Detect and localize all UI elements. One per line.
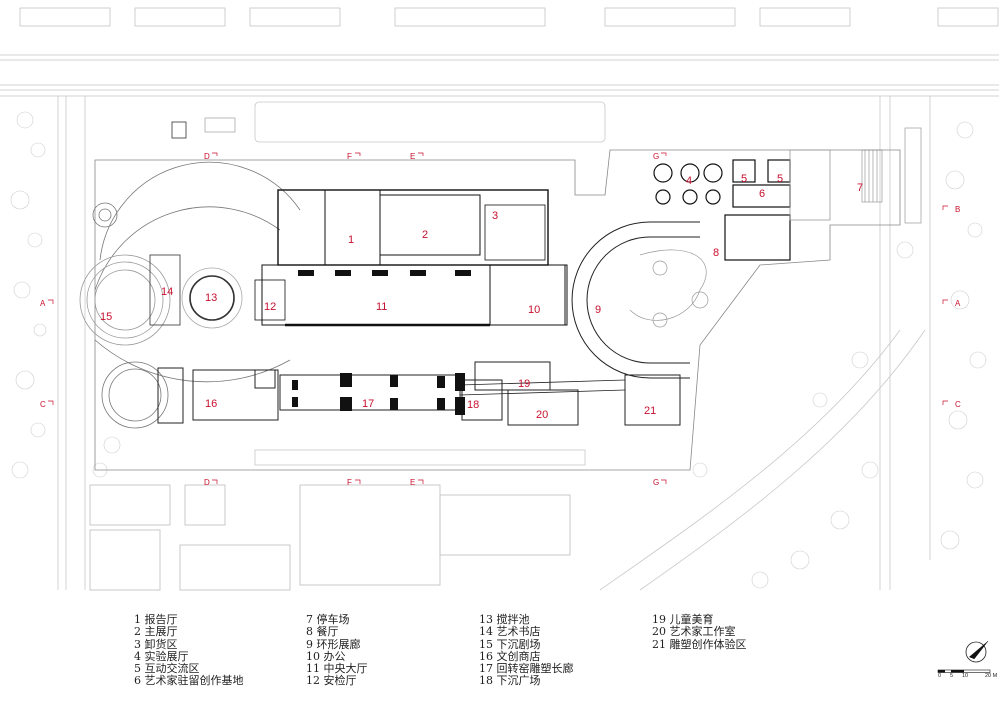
zone-number: 5: [741, 173, 747, 185]
legend-item: 17 回转窑雕塑长廊: [479, 662, 574, 676]
north-arrow-icon: [965, 640, 989, 663]
context-buildings-bottom: [89, 484, 571, 591]
legend-item: 9 环形展廊: [306, 637, 361, 651]
section-marker: D: [204, 478, 210, 487]
site-plan: 1 2 3 4 5 5 6 7 8 9 10 11 12 13 14 15 16…: [0, 7, 999, 591]
north-arrow-scale: [937, 640, 991, 673]
kiln-blocks: [292, 373, 465, 415]
ring-courtyard: [629, 249, 709, 328]
section-ticks: [48, 152, 948, 484]
mixing-pool-bookstore: [149, 254, 243, 329]
zone-number: 8: [713, 247, 719, 259]
section-marker: C: [40, 400, 46, 409]
legend-item: 18 下沉广场: [479, 674, 541, 688]
legend-item: 15 下沉剧场: [479, 637, 541, 651]
ring-gallery: [571, 221, 700, 379]
section-markers: A A B C C D D E E F F G G: [40, 152, 961, 487]
zone-number: 2: [422, 229, 428, 241]
artist-residency: [653, 149, 831, 261]
legend-item: 3 卸货区: [134, 637, 178, 651]
legend-item: 6 艺术家驻留创作基地: [134, 674, 244, 688]
context-buildings-top: [0, 7, 999, 97]
scale-tick: 10: [962, 673, 969, 679]
legend-item: 19 儿童美育: [652, 613, 714, 626]
site-boundary: [94, 149, 901, 471]
roads: [57, 96, 931, 591]
west-plaza: [79, 161, 301, 429]
south-galleries: [157, 361, 681, 426]
zone-number: 1: [348, 234, 354, 246]
legend-item: 14 艺术书店: [479, 625, 541, 639]
section-marker: E: [410, 152, 415, 161]
legend-item: 20 艺术家工作室: [652, 625, 736, 639]
section-marker: A: [40, 299, 46, 308]
section-marker: G: [653, 478, 659, 487]
zone-number: 6: [759, 188, 765, 200]
zone-number: 14: [161, 286, 173, 298]
legend-column-2: 7 停车场 8 餐厅 9 环形展廊 10 办公 11 中央大厅 12 安检厅: [306, 613, 476, 688]
legend-item: 4 实验展厅: [134, 649, 189, 663]
legend-item: 1 报告厅: [134, 613, 178, 626]
section-marker: B: [955, 205, 960, 214]
zone-number: 17: [362, 398, 374, 410]
zone-number: 4: [686, 175, 692, 187]
zone-number: 19: [518, 378, 530, 390]
zone-number: 5: [777, 173, 783, 185]
zone-number: 3: [492, 210, 498, 222]
zone-number: 16: [205, 398, 217, 410]
legend-item: 7 停车场: [306, 613, 350, 626]
scale-tick: 5: [950, 673, 954, 679]
legend-item: 16 文创商店: [479, 649, 541, 663]
scale-labels: 0 5 10 20 M: [938, 673, 998, 683]
scale-tick: 20 M: [985, 673, 998, 679]
section-marker: E: [410, 478, 415, 487]
legend-item: 8 餐厅: [306, 625, 339, 639]
main-building: [254, 189, 568, 327]
scale-bar: [937, 669, 991, 673]
parking: [861, 127, 922, 224]
section-marker: C: [955, 400, 961, 409]
section-marker: F: [347, 478, 352, 487]
legend-item: 13 搅拌池: [479, 613, 530, 626]
section-marker: A: [955, 299, 961, 308]
zone-number: 20: [536, 409, 548, 421]
legend-item: 12 安检厅: [306, 674, 357, 688]
zone-number: 10: [528, 304, 540, 316]
section-marker: D: [204, 152, 210, 161]
section-marker: F: [347, 152, 352, 161]
legend: 1 报告厅 2 主展厅 3 卸货区 4 实验展厅 5 互动交流区 6 艺术家驻留…: [134, 613, 774, 704]
legend-column-1: 1 报告厅 2 主展厅 3 卸货区 4 实验展厅 5 互动交流区 6 艺术家驻留…: [134, 613, 304, 688]
north-strip: [171, 117, 236, 139]
legend-column-3: 13 搅拌池 14 艺术书店 15 下沉剧场 16 文创商店 17 回转窑雕塑长…: [479, 613, 649, 688]
zone-number: 11: [376, 301, 387, 313]
legend-item: 11 中央大厅: [306, 662, 368, 676]
hall-columns: [298, 270, 471, 276]
scale-tick: 0: [938, 673, 942, 679]
zone-number: 9: [595, 304, 601, 316]
legend-item: 10 办公: [306, 649, 346, 663]
zone-numbers: 1 2 3 4 5 5 6 7 8 9 10 11 12 13 14 15 16…: [100, 173, 863, 421]
zone-number: 13: [205, 292, 217, 304]
zone-number: 7: [857, 182, 863, 194]
zone-number: 15: [100, 311, 112, 323]
legend-item: 2 主展厅: [134, 625, 178, 639]
zone-number: 18: [467, 399, 479, 411]
legend-column-4: 19 儿童美育 20 艺术家工作室 21 雕塑创作体验区: [652, 613, 822, 651]
trees: [10, 111, 987, 589]
legend-item: 5 互动交流区: [134, 662, 200, 676]
zone-number: 12: [264, 301, 276, 313]
zone-number: 21: [644, 405, 656, 417]
section-marker: G: [653, 152, 659, 161]
legend-item: 21 雕塑创作体验区: [652, 637, 747, 651]
